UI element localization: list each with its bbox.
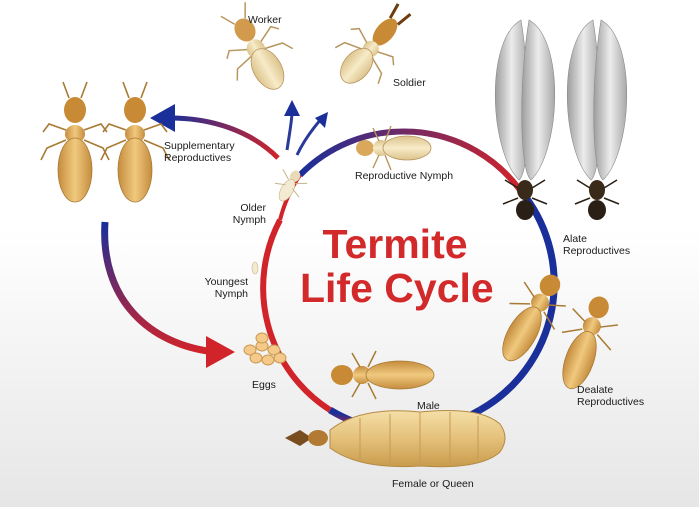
label-supplementary-reproductives: Supplementary Reproductives	[164, 140, 235, 164]
label-older-nymph-line-2: Nymph	[232, 214, 266, 226]
label-supplementary-line-2: Reproductives	[164, 152, 232, 164]
alate-termite-icon	[566, 19, 628, 220]
label-eggs: Eggs	[252, 379, 276, 391]
label-reproductive-nymph: Reproductive Nymph	[355, 170, 454, 182]
arrow-to-supplementary	[150, 104, 280, 160]
queen-termite-icon	[285, 410, 506, 468]
arrow-supplementary-to-eggs	[101, 221, 235, 368]
worker-termite-icon	[220, 2, 294, 90]
older-nymph-icon	[274, 169, 308, 202]
label-alate-line-2: Reproductives	[563, 245, 631, 257]
supplementary-reproductive-icon	[40, 81, 110, 203]
label-female-or-queen: Female or Queen	[392, 478, 474, 490]
label-male: Male	[417, 400, 440, 412]
label-youngest-nymph-line-2: Nymph	[214, 288, 248, 300]
alate-termite-icon	[494, 19, 556, 220]
youngest-nymph-icon	[251, 261, 259, 275]
label-dealate-reproductives: Dealate Reproductives	[577, 384, 644, 408]
label-alate-line-1: Alate	[563, 233, 587, 245]
label-dealate-line-1: Dealate	[577, 384, 614, 396]
label-youngest-nymph-line-1: Youngest	[204, 276, 248, 288]
label-older-nymph: Older Nymph	[226, 202, 266, 226]
arrows-to-castes	[284, 100, 328, 156]
label-soldier: Soldier	[393, 77, 426, 89]
diagram-title-line-1: Termite	[322, 221, 468, 267]
dealate-termite-icon	[502, 274, 566, 362]
reproductive-nymph-icon	[356, 125, 432, 171]
diagram-title-line-2: Life Cycle	[300, 265, 494, 311]
diagram-title: Termite Life Cycle	[300, 221, 494, 311]
label-dealate-line-2: Reproductives	[577, 396, 645, 408]
label-supplementary-line-1: Supplementary	[164, 140, 235, 152]
dealate-termite-icon	[561, 296, 618, 390]
label-youngest-nymph: Youngest Nymph	[196, 276, 248, 300]
label-worker: Worker	[248, 14, 282, 26]
supplementary-reproductive-icon	[100, 81, 170, 203]
eggs-icon	[243, 332, 287, 366]
label-alate-reproductives: Alate Reproductives	[563, 233, 630, 257]
label-older-nymph-line-1: Older	[240, 202, 266, 214]
soldier-termite-icon	[334, 3, 412, 84]
male-termite-icon	[331, 350, 435, 400]
